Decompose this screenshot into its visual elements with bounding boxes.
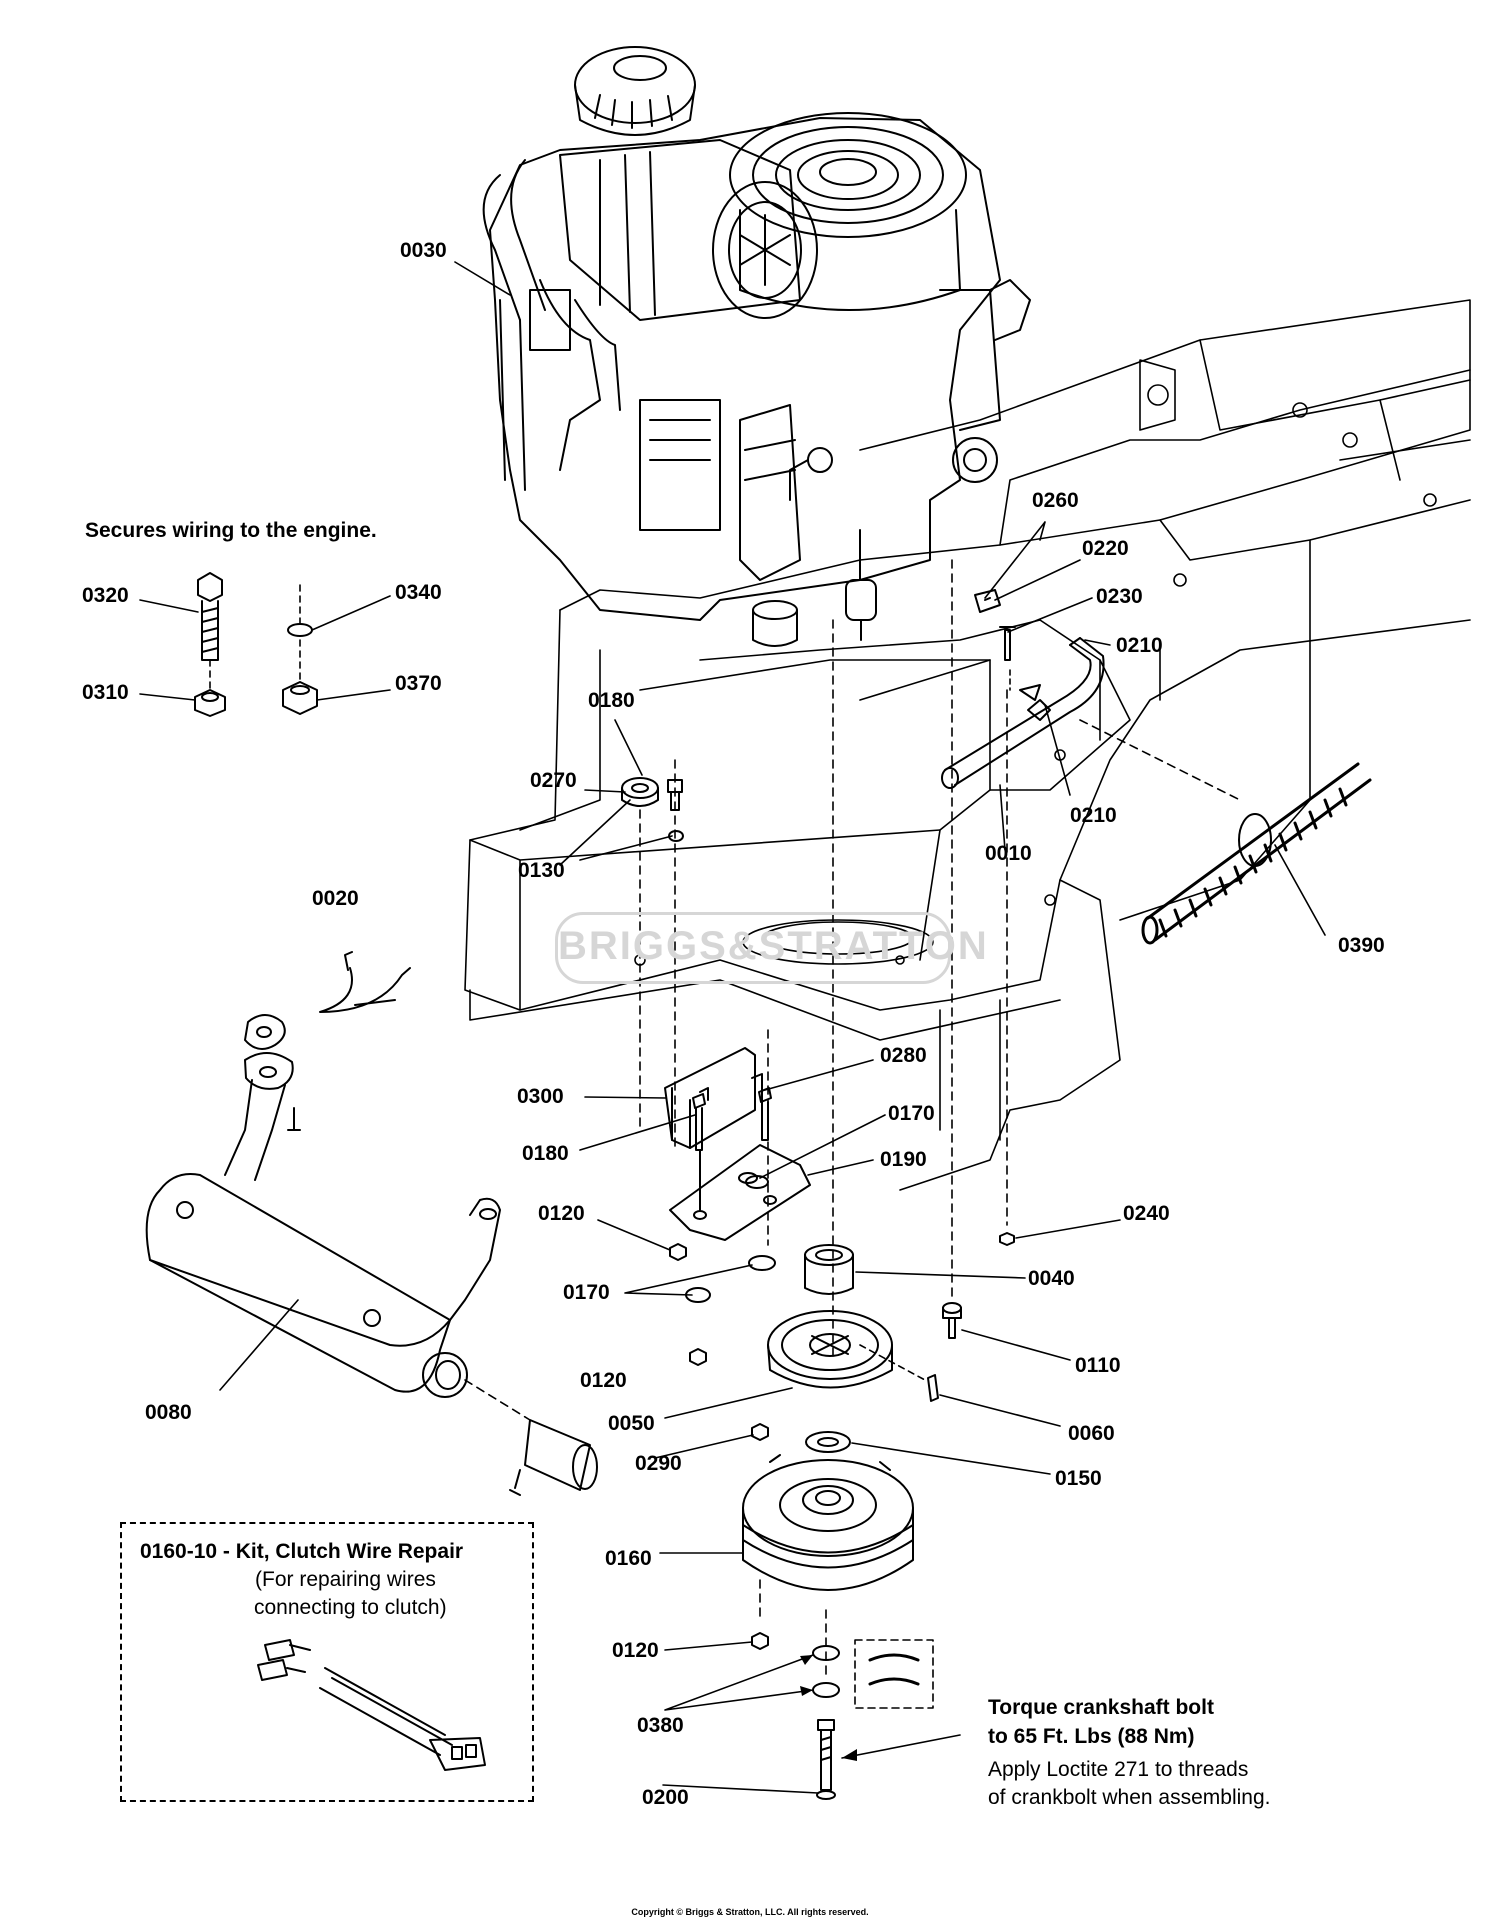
- callout-0230: 0230: [1096, 585, 1143, 608]
- spacer-0040: [804, 1244, 854, 1295]
- torque-note-line1: Torque crankshaft bolt: [988, 1696, 1214, 1719]
- callout-0240: 0240: [1123, 1202, 1170, 1225]
- callout-0050: 0050: [608, 1412, 655, 1435]
- callout-0340: 0340: [395, 581, 442, 604]
- hardware-0320-bolt: [197, 572, 223, 661]
- muffler-0080: [145, 1014, 501, 1398]
- callout-0200: 0200: [642, 1786, 689, 1809]
- callout-0170-upper: 0170: [888, 1102, 935, 1125]
- nut-0120-lower: [751, 1632, 769, 1650]
- callout-0190: 0190: [880, 1148, 927, 1171]
- kit-desc-line1: (For repairing wires: [255, 1568, 436, 1591]
- tailpipe: [509, 1419, 598, 1496]
- callout-0120-lower: 0120: [612, 1639, 659, 1662]
- key-dash: [859, 1344, 926, 1381]
- callout-0120-upper: 0120: [538, 1202, 585, 1225]
- callout-0210-lower: 0210: [1070, 804, 1117, 827]
- callout-0120-mid: 0120: [580, 1369, 627, 1392]
- callout-0260: 0260: [1032, 489, 1079, 512]
- muffler-tailpipe-dash: [464, 1379, 531, 1421]
- callout-0300: 0300: [517, 1085, 564, 1108]
- callout-0290: 0290: [635, 1452, 682, 1475]
- callout-0040: 0040: [1028, 1267, 1075, 1290]
- hose-dash: [1079, 719, 1241, 801]
- leader-arrowheads: [800, 1655, 857, 1761]
- callout-0130: 0130: [518, 859, 565, 882]
- bolt-0180-upper: [667, 779, 683, 811]
- callout-0380: 0380: [637, 1714, 684, 1737]
- nut-0290: [751, 1423, 769, 1441]
- callout-0210-upper: 0210: [1116, 634, 1163, 657]
- callout-0390: 0390: [1338, 934, 1385, 957]
- callout-0220: 0220: [1082, 537, 1129, 560]
- frame-chassis: [464, 299, 1471, 1191]
- callout-0020: 0020: [312, 887, 359, 910]
- callout-0060: 0060: [1068, 1422, 1115, 1445]
- clip-0210: [1019, 684, 1041, 701]
- callout-0270: 0270: [530, 769, 577, 792]
- fuel-line-0010: [941, 637, 1105, 789]
- washer-0380-lower: [812, 1682, 840, 1698]
- callout-0280: 0280: [880, 1044, 927, 1067]
- kit-clutch-wire-repair-box: 0160-10 - Kit, Clutch Wire Repair (For r…: [120, 1522, 534, 1802]
- washer-detail-box: [854, 1639, 934, 1709]
- callout-0170-lower: 0170: [563, 1281, 610, 1304]
- callout-0180-lower: 0180: [522, 1142, 569, 1165]
- washer-0380-upper: [812, 1645, 840, 1661]
- key-0060: [927, 1374, 939, 1402]
- torque-note-line2: to 65 Ft. Lbs (88 Nm): [988, 1725, 1195, 1748]
- hose-0390: [1141, 762, 1372, 945]
- kit-wire-illustration: [257, 1639, 486, 1771]
- bracket-0300: [664, 1047, 756, 1149]
- callout-0110: 0110: [1075, 1354, 1121, 1377]
- loctite-note-line2: of crankbolt when assembling.: [988, 1786, 1271, 1809]
- hose-clamp: [1238, 813, 1272, 867]
- wiring-note: Secures wiring to the engine.: [85, 519, 377, 542]
- callout-0160: 0160: [605, 1547, 652, 1570]
- hardware-0370-nut: [282, 681, 318, 715]
- callout-0370: 0370: [395, 672, 442, 695]
- callout-0310: 0310: [82, 681, 129, 704]
- callout-0030: 0030: [400, 239, 447, 262]
- callout-0180-upper: 0180: [588, 689, 635, 712]
- callout-0320: 0320: [82, 584, 129, 607]
- callout-0010: 0010: [985, 842, 1032, 865]
- washer-0170-right: [748, 1255, 776, 1271]
- copyright-notice: Copyright © Briggs & Stratton, LLC. All …: [631, 1907, 869, 1917]
- clamp-0020: [319, 951, 411, 1013]
- bolt-0110: [942, 1302, 962, 1339]
- loctite-note-line1: Apply Loctite 271 to threads: [988, 1758, 1249, 1781]
- nut-0120-mid: [689, 1348, 707, 1366]
- nut-0120-upper: [669, 1243, 687, 1261]
- clutch-0160: [742, 1454, 914, 1591]
- watermark-logo: BRIGGS&STRATTON: [555, 912, 987, 984]
- bolt-0280: [751, 1073, 763, 1121]
- washer-0170-upper: [745, 1175, 769, 1189]
- bolt-0200: [816, 1719, 836, 1800]
- engine-0030: [482, 46, 1031, 647]
- plate-0190: [669, 1144, 811, 1241]
- callout-0150: 0150: [1055, 1467, 1102, 1490]
- fitting-0220: [974, 589, 1001, 613]
- grommet-0270: [621, 777, 659, 807]
- bolt-0180-lower: [692, 1087, 772, 1151]
- nut-0240: [999, 1232, 1015, 1246]
- callout-0080: 0080: [145, 1401, 192, 1424]
- hardware-0340-washer: [287, 623, 313, 637]
- fitting-0230: [999, 626, 1016, 661]
- kit-title: 0160-10 - Kit, Clutch Wire Repair: [140, 1540, 464, 1563]
- kit-desc-line2: connecting to clutch): [254, 1596, 447, 1619]
- washer-0150: [805, 1431, 851, 1453]
- pulley-0050: [767, 1310, 893, 1389]
- leader-lines: [139, 261, 1326, 1794]
- hardware-0310-nut: [194, 689, 226, 717]
